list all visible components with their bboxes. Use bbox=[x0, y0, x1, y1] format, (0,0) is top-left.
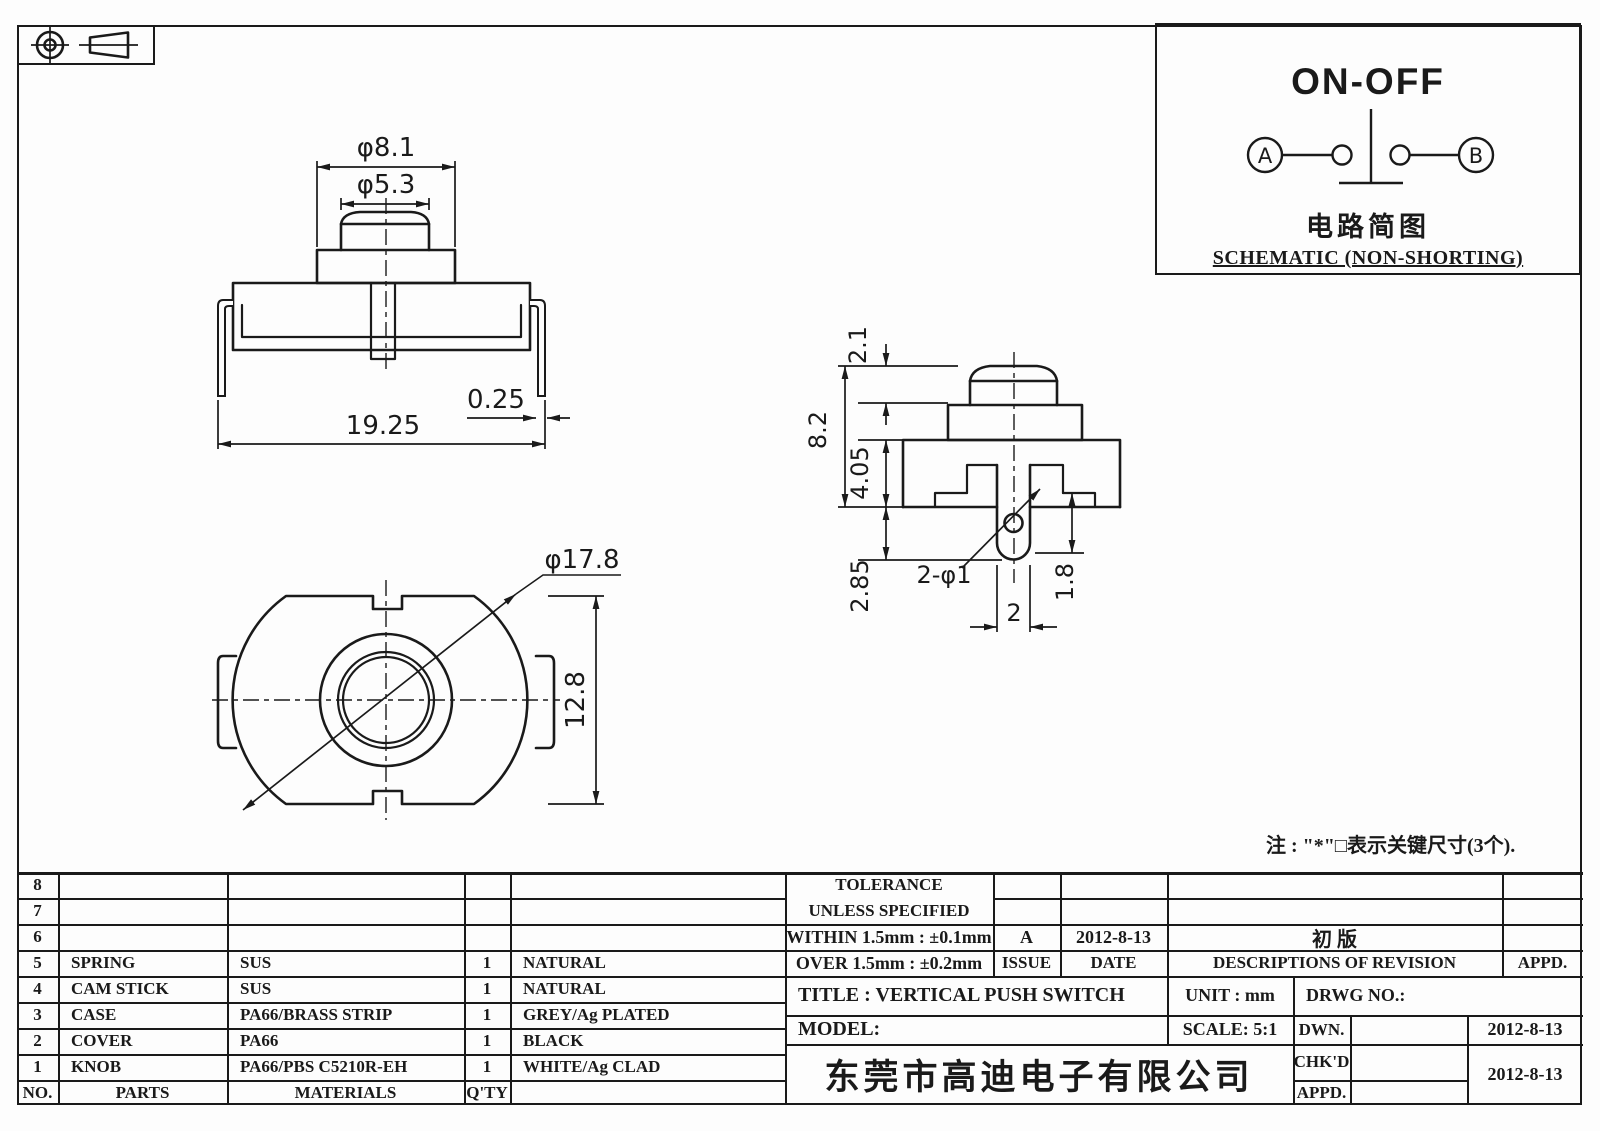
schematic-title: ON-OFF bbox=[1291, 61, 1445, 102]
tolerance-line1: TOLERANCE bbox=[835, 875, 943, 894]
schematic-caption-cn: 电路简图 bbox=[1306, 212, 1430, 242]
qty-2: 1 bbox=[482, 1031, 492, 1050]
part-name-3: CASE bbox=[71, 1005, 117, 1024]
dim-tab-depth: 2.85 bbox=[846, 559, 874, 612]
dim-hole-offset: 1.8 bbox=[1051, 563, 1079, 601]
terminal-b-label: B bbox=[1469, 144, 1483, 168]
model-label: MODEL: bbox=[798, 1018, 881, 1040]
row-no-4: 4 bbox=[33, 979, 42, 998]
dim-dia-knob: φ5.3 bbox=[357, 170, 416, 200]
row-no-8: 8 bbox=[33, 875, 42, 894]
revision-date-label: DATE bbox=[1090, 953, 1137, 972]
dim-diagonal-dia: φ17.8 bbox=[544, 545, 619, 575]
dim-dia-collar: φ8.1 bbox=[357, 133, 416, 163]
tolerance-line2: UNLESS SPECIFIED bbox=[808, 901, 970, 920]
projection-angle-icon bbox=[31, 27, 138, 63]
revision-date-value: 2012-8-13 bbox=[1076, 926, 1151, 947]
revision-description-label: DESCRIPTIONS OF REVISION bbox=[1212, 953, 1457, 972]
qty-5: 1 bbox=[482, 953, 492, 972]
row-no-5: 5 bbox=[33, 953, 42, 972]
material-1: PA66/PBS C5210R-EH bbox=[240, 1057, 408, 1076]
header-materials: MATERIALS bbox=[294, 1082, 397, 1102]
drawing-border bbox=[17, 25, 1582, 1105]
dim-body-height: 4.05 bbox=[846, 446, 874, 499]
qty-1: 1 bbox=[482, 1057, 492, 1076]
qty-3: 1 bbox=[482, 1005, 492, 1024]
title-block-table: 8 7 6 5 4 3 2 1 NO. SPRING CAM STICK CAS… bbox=[17, 872, 1583, 1105]
dim-overall-width: 19.25 bbox=[346, 411, 420, 441]
bottom-view: φ17.8 12.8 bbox=[212, 545, 621, 820]
row-no-3: 3 bbox=[33, 1005, 42, 1024]
finish-1: WHITE/Ag CLAD bbox=[523, 1057, 661, 1076]
front-view: φ8.1 φ5.3 19.25 0.25 bbox=[217, 133, 570, 449]
header-no: NO. bbox=[22, 1082, 53, 1102]
finish-4: NATURAL bbox=[523, 979, 606, 998]
tolerance-over: OVER 1.5mm : ±0.2mm bbox=[795, 952, 983, 973]
part-name-4: CAM STICK bbox=[71, 979, 169, 998]
schematic-box: ON-OFF A B 电路简图 SCHEMATIC (NON-SHORTING) bbox=[1155, 23, 1581, 275]
revision-appd-label: APPD. bbox=[1517, 953, 1568, 972]
material-4: SUS bbox=[240, 979, 272, 998]
company-name: 东莞市高迪电子有限公司 bbox=[824, 1058, 1254, 1097]
part-name-1: KNOB bbox=[71, 1057, 122, 1076]
chkd-label: CHK'D bbox=[1293, 1052, 1350, 1071]
circuit-diagram: A B bbox=[1246, 109, 1495, 185]
finish-5: NATURAL bbox=[523, 953, 606, 972]
header-parts: PARTS bbox=[115, 1082, 170, 1102]
revision-issue-label: ISSUE bbox=[1001, 953, 1052, 972]
scale-label: SCALE: 5:1 bbox=[1182, 1019, 1278, 1039]
dim-lead-thickness: 0.25 bbox=[467, 385, 525, 415]
dim-knob-height: 2.1 bbox=[844, 326, 872, 364]
finish-3: GREY/Ag PLATED bbox=[523, 1005, 670, 1024]
schematic-caption-en: SCHEMATIC (NON-SHORTING) bbox=[1212, 247, 1524, 269]
dwn-label: DWN. bbox=[1298, 1019, 1345, 1039]
row-no-6: 6 bbox=[33, 927, 42, 946]
row-no-7: 7 bbox=[33, 901, 42, 920]
dim-total-height: 8.2 bbox=[804, 411, 832, 449]
terminal-a-label: A bbox=[1258, 144, 1273, 168]
revision-description-value: 初 版 bbox=[1312, 928, 1357, 951]
tolerance-within: WITHIN 1.5mm : ±0.1mm bbox=[786, 926, 992, 947]
material-3: PA66/BRASS STRIP bbox=[240, 1005, 393, 1024]
revision-issue-value: A bbox=[1020, 926, 1033, 947]
drwg-no-label: DRWG NO.: bbox=[1306, 985, 1406, 1005]
chkd-date: 2012-8-13 bbox=[1487, 1064, 1563, 1084]
unit-label: UNIT : mm bbox=[1185, 985, 1275, 1005]
row-no-1: 1 bbox=[33, 1057, 42, 1076]
side-view: 2.1 8.2 4.05 2.85 1.8 2-φ1 2 bbox=[804, 326, 1122, 632]
dim-hole-callout: 2-φ1 bbox=[916, 561, 971, 589]
dwn-date: 2012-8-13 bbox=[1487, 1019, 1563, 1039]
qty-4: 1 bbox=[482, 979, 492, 998]
part-name-2: COVER bbox=[71, 1031, 133, 1050]
material-5: SUS bbox=[240, 953, 272, 972]
appd-label: APPD. bbox=[1296, 1082, 1347, 1102]
drawing-title: TITLE : VERTICAL PUSH SWITCH bbox=[798, 984, 1125, 1006]
dim-body-height-bottom: 12.8 bbox=[561, 671, 591, 729]
row-no-2: 2 bbox=[33, 1031, 42, 1050]
dim-tab-width: 2 bbox=[1006, 599, 1021, 627]
key-dimension-note: 注 : "*"□表示关键尺寸(3个). bbox=[1266, 835, 1516, 857]
part-name-5: SPRING bbox=[71, 953, 136, 972]
header-qty: Q'TY bbox=[466, 1082, 508, 1102]
material-2: PA66 bbox=[240, 1031, 279, 1050]
finish-2: BLACK bbox=[523, 1031, 584, 1050]
projection-symbol-box bbox=[17, 25, 155, 65]
